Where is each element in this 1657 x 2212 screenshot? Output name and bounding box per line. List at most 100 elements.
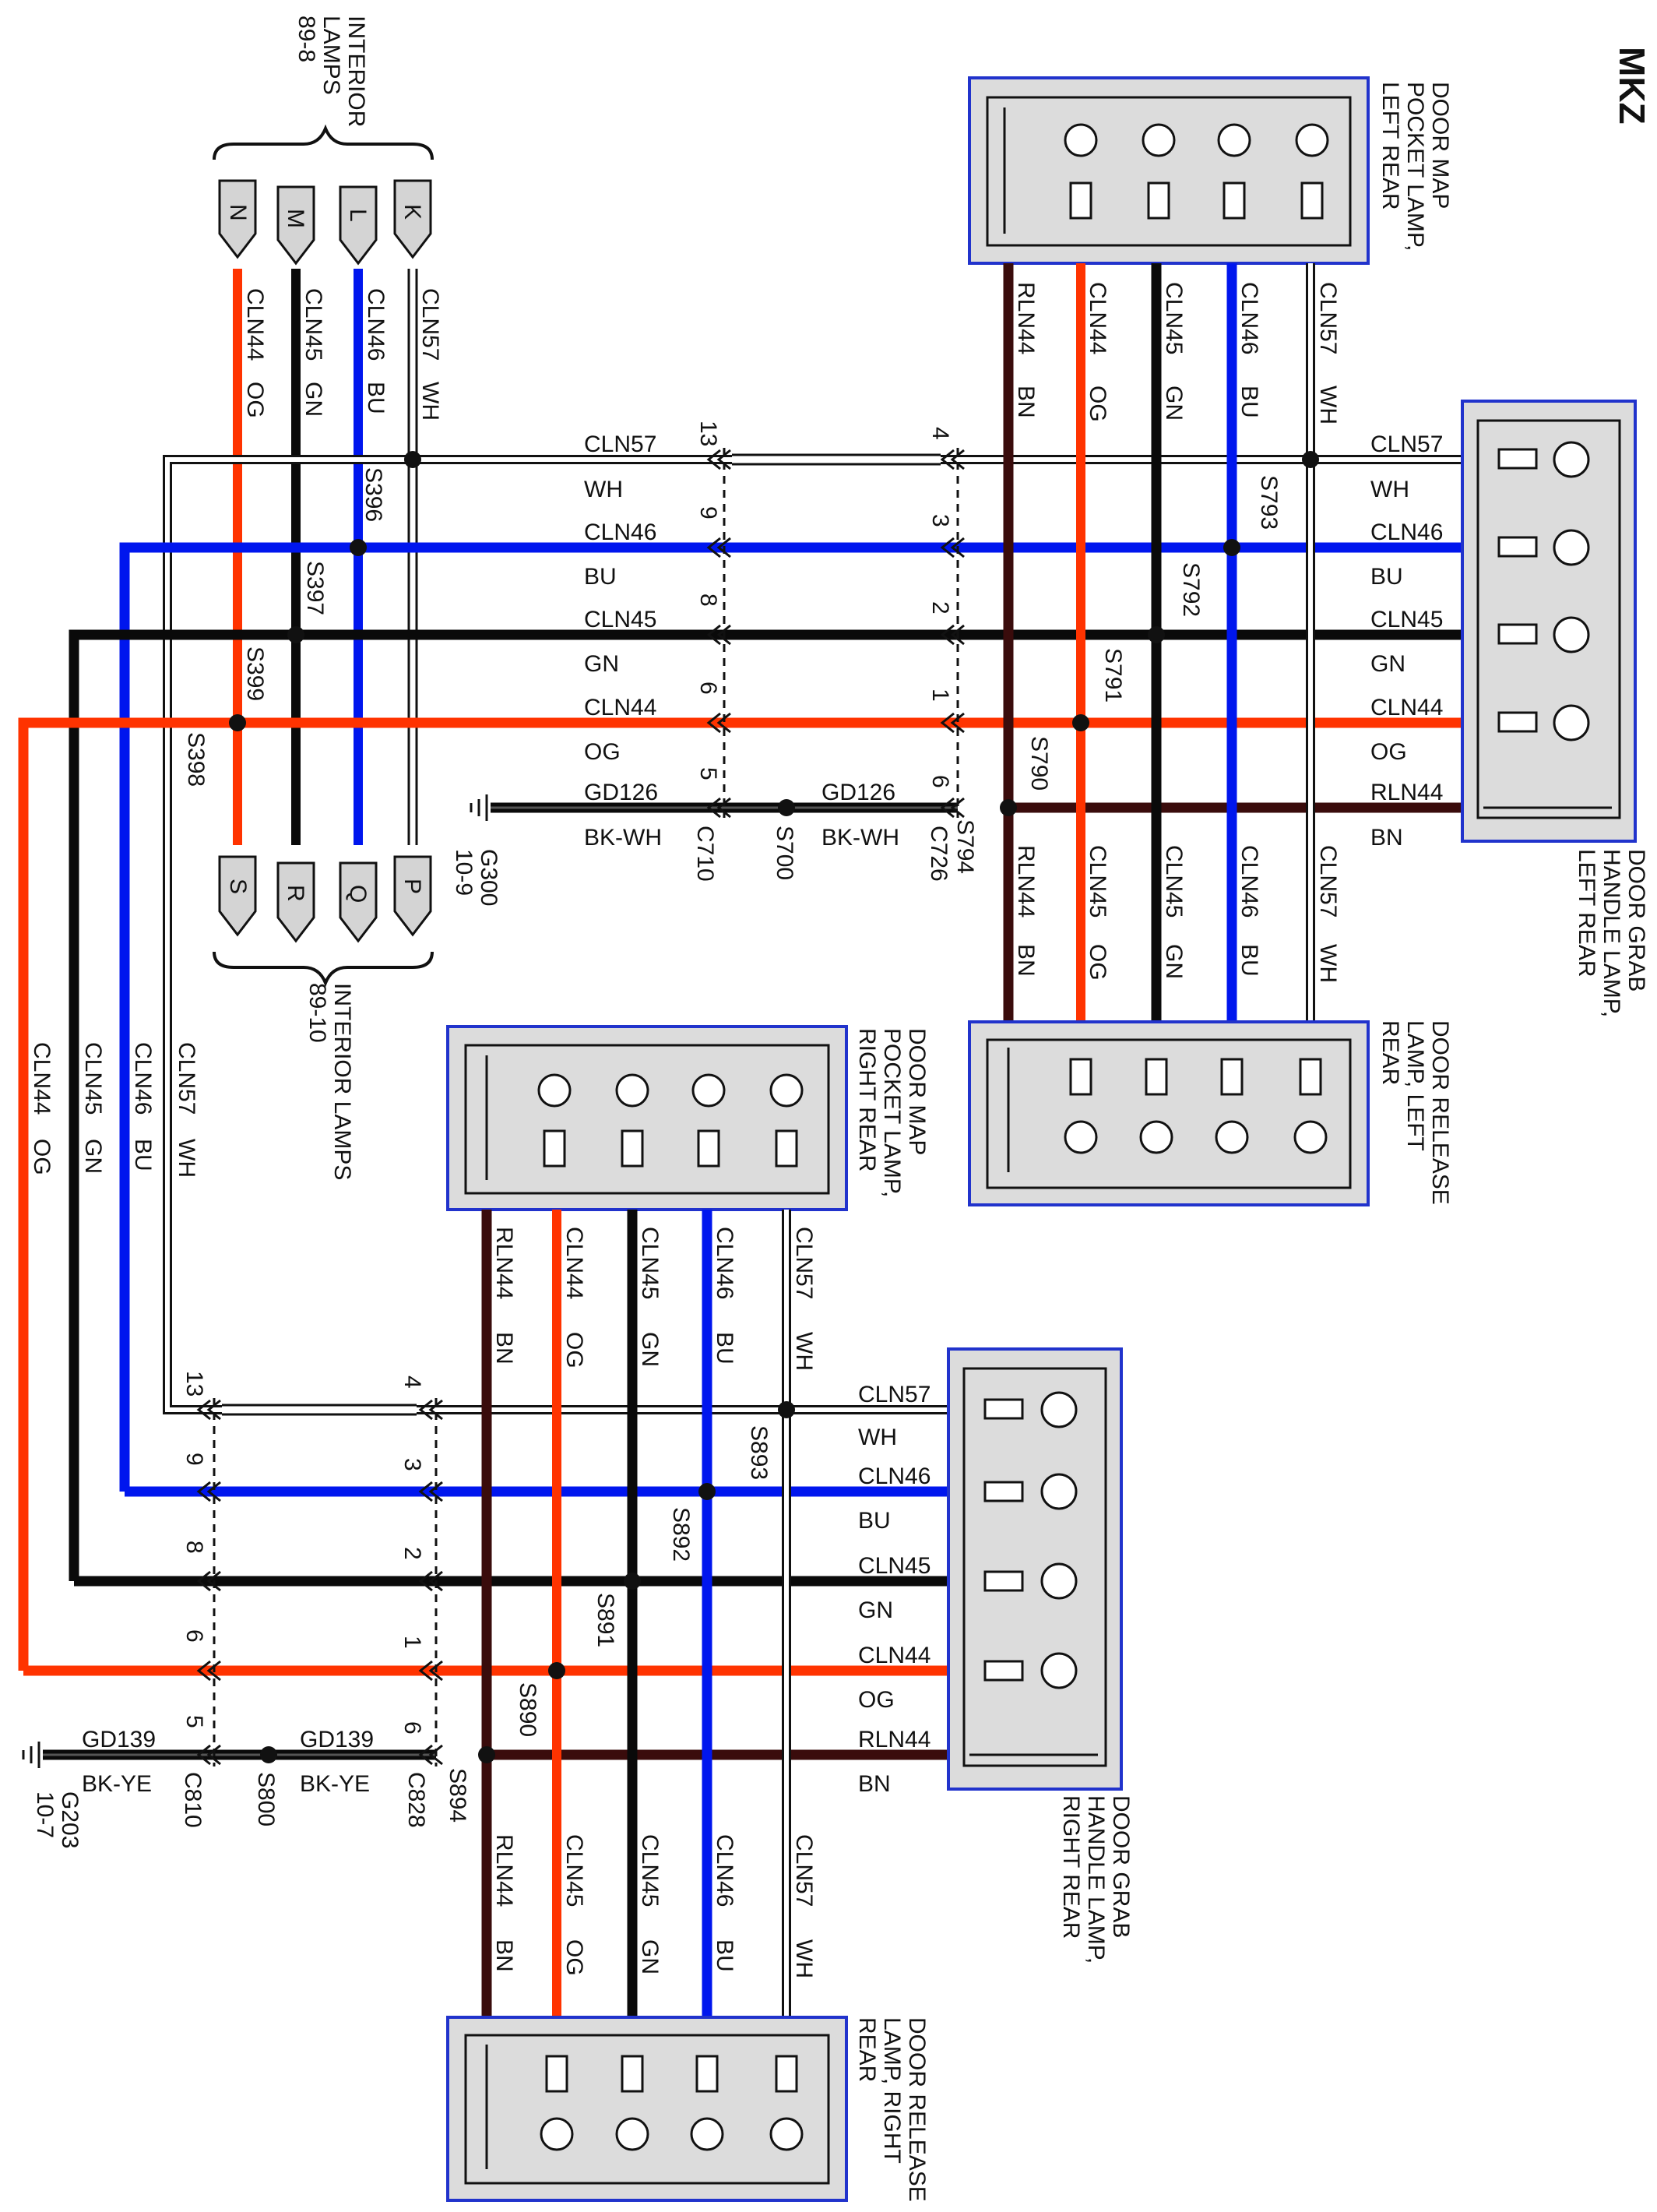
t-og-r: OG [1370,739,1407,765]
rr-cln57-b: CLN57 [791,1834,817,1907]
connector-c710: 13 9 8 6 5 C710 [692,421,726,882]
lbl-bu-a: BU [363,382,389,414]
t-cln46: CLN46 [584,520,656,545]
door-map-right-rear: DOOR MAP POCKET LAMP, RIGHT REAR [446,1025,930,1211]
s890: S890 [515,1682,540,1737]
lamp-elements-release-rr [540,2055,804,2151]
rr-cln45-b2: CLN45 [637,1834,663,1907]
lr-bn-b: BN [1013,944,1039,977]
lv-cln44: CLN44 [29,1042,55,1115]
release-lr-1: DOOR RELEASE [1427,1020,1453,1205]
release-lr-2: LAMP, LEFT [1402,1020,1428,1151]
t-wh: WH [584,477,623,502]
s793: S793 [1256,475,1282,530]
pin-r-label: R [283,885,308,902]
pin-k-label: K [399,204,425,220]
c726-pin-2: 2 [927,601,953,615]
c710-pin-8: 8 [695,594,721,607]
t-cln57: CLN57 [584,431,656,457]
lr-bn: BN [1013,386,1039,418]
grab-rr-2: HANDLE LAMP, [1083,1795,1109,1964]
t-bu-r: BU [1370,564,1403,590]
lamp-elements-grab-lr [1497,441,1590,741]
s792: S792 [1178,562,1204,617]
t-bu: BU [584,564,617,590]
c810-pin-13: 13 [181,1371,207,1397]
b-gd139-a: GD139 [82,1727,156,1752]
release-rr-2: LAMP, RIGHT [879,2017,905,2164]
lbl-gn-a: GN [301,382,326,417]
b-cln45-r: CLN45 [858,1553,931,1579]
door-map-left-rear: DOOR MAP POCKET LAMP, LEFT REAR [968,76,1453,265]
c810-pin-6: 6 [181,1629,207,1643]
rr-bn: BN [491,1332,517,1365]
lr-cln57-b: CLN57 [1315,845,1341,918]
interior-bottom-label-1: INTERIOR LAMPS [329,983,355,1180]
rr-gn-b: GN [637,1939,663,1974]
door-release-right-rear: DOOR RELEASE LAMP, RIGHT REAR [446,2016,930,2202]
connector-c726: 4 3 2 1 6 C726 [926,427,959,882]
lr-gn-b: GN [1161,944,1187,979]
pin-m: M [276,185,315,266]
lv-wh: WH [174,1139,199,1178]
chevrons-top [706,449,965,819]
t-rln44-r: RLN44 [1370,780,1443,805]
connector-gaps-top [732,453,941,466]
rr-wh-b: WH [791,1939,817,1978]
ground-g203: G203 10-7 [22,1742,83,1848]
rr-og: OG [561,1332,587,1368]
lr-cln46: CLN46 [1237,282,1262,354]
lr-cln45: CLN45 [1161,282,1187,354]
lv-cln45: CLN45 [80,1042,106,1115]
rr-cln46-b: CLN46 [712,1834,737,1907]
lr-bu: BU [1237,386,1262,418]
pin-p: P [393,855,432,937]
b-bu-r: BU [858,1508,891,1534]
lv-og: OG [29,1139,55,1175]
t-gn: GN [584,651,619,677]
b-cln44-r: CLN44 [858,1643,931,1668]
lamp-elements-map-lr [1064,123,1329,220]
rr-gn: GN [637,1332,663,1367]
left-rear-vertical-wires [1003,263,1315,1022]
s892: S892 [668,1507,694,1562]
b-bn-r: BN [858,1771,891,1797]
rr-cln57: CLN57 [791,1227,817,1299]
pin-l: L [339,185,378,266]
interior-top-label-2: LAMPS [318,16,344,95]
c810-pin-5: 5 [181,1715,207,1728]
t-wh-r: WH [1370,477,1409,502]
b-gn-r: GN [858,1597,893,1623]
lv-bu: BU [130,1139,156,1171]
ground-g300: G300 10-9 [451,794,501,906]
rr-bu: BU [712,1332,737,1365]
c828-pin-3: 3 [399,1458,425,1471]
s790: S790 [1026,736,1052,791]
c810-label: C810 [180,1772,206,1828]
chevrons-bottom [196,1399,443,1766]
s800: S800 [253,1772,279,1826]
b-bkye-b: BK-YE [300,1771,370,1797]
s396: S396 [361,467,386,522]
t-cln44: CLN44 [584,695,656,720]
lr-rln44: RLN44 [1013,282,1039,354]
pin-q-label: Q [345,885,371,903]
c828-pin-1: 1 [399,1636,425,1649]
lv-cln46: CLN46 [130,1042,156,1115]
lbl-og-a: OG [242,382,268,418]
interior-top-label-3: 89-8 [294,16,319,62]
t-cln44-r: CLN44 [1370,695,1443,720]
splices-top-left: S396 S397 S399 S398 S700 [183,451,797,880]
lamp-elements-map-rr [537,1073,804,1168]
b-bkye-a: BK-YE [82,1771,152,1797]
page-title: MKZ [1612,47,1652,125]
pin-q: Q [339,861,378,943]
b-cln57-r: CLN57 [858,1382,931,1407]
c710-pin-5: 5 [695,767,721,780]
map-lr-1: DOOR MAP [1427,82,1453,209]
left-rear-vertical-labels: RLN44 BN CLN44 OG CLN45 GN CLN46 BU CLN5… [1013,282,1341,983]
c810-pin-9: 9 [181,1453,207,1466]
pin-r: R [276,861,315,943]
rr-bu-b: BU [712,1939,737,1972]
lbl-cln57-a: CLN57 [417,288,443,361]
